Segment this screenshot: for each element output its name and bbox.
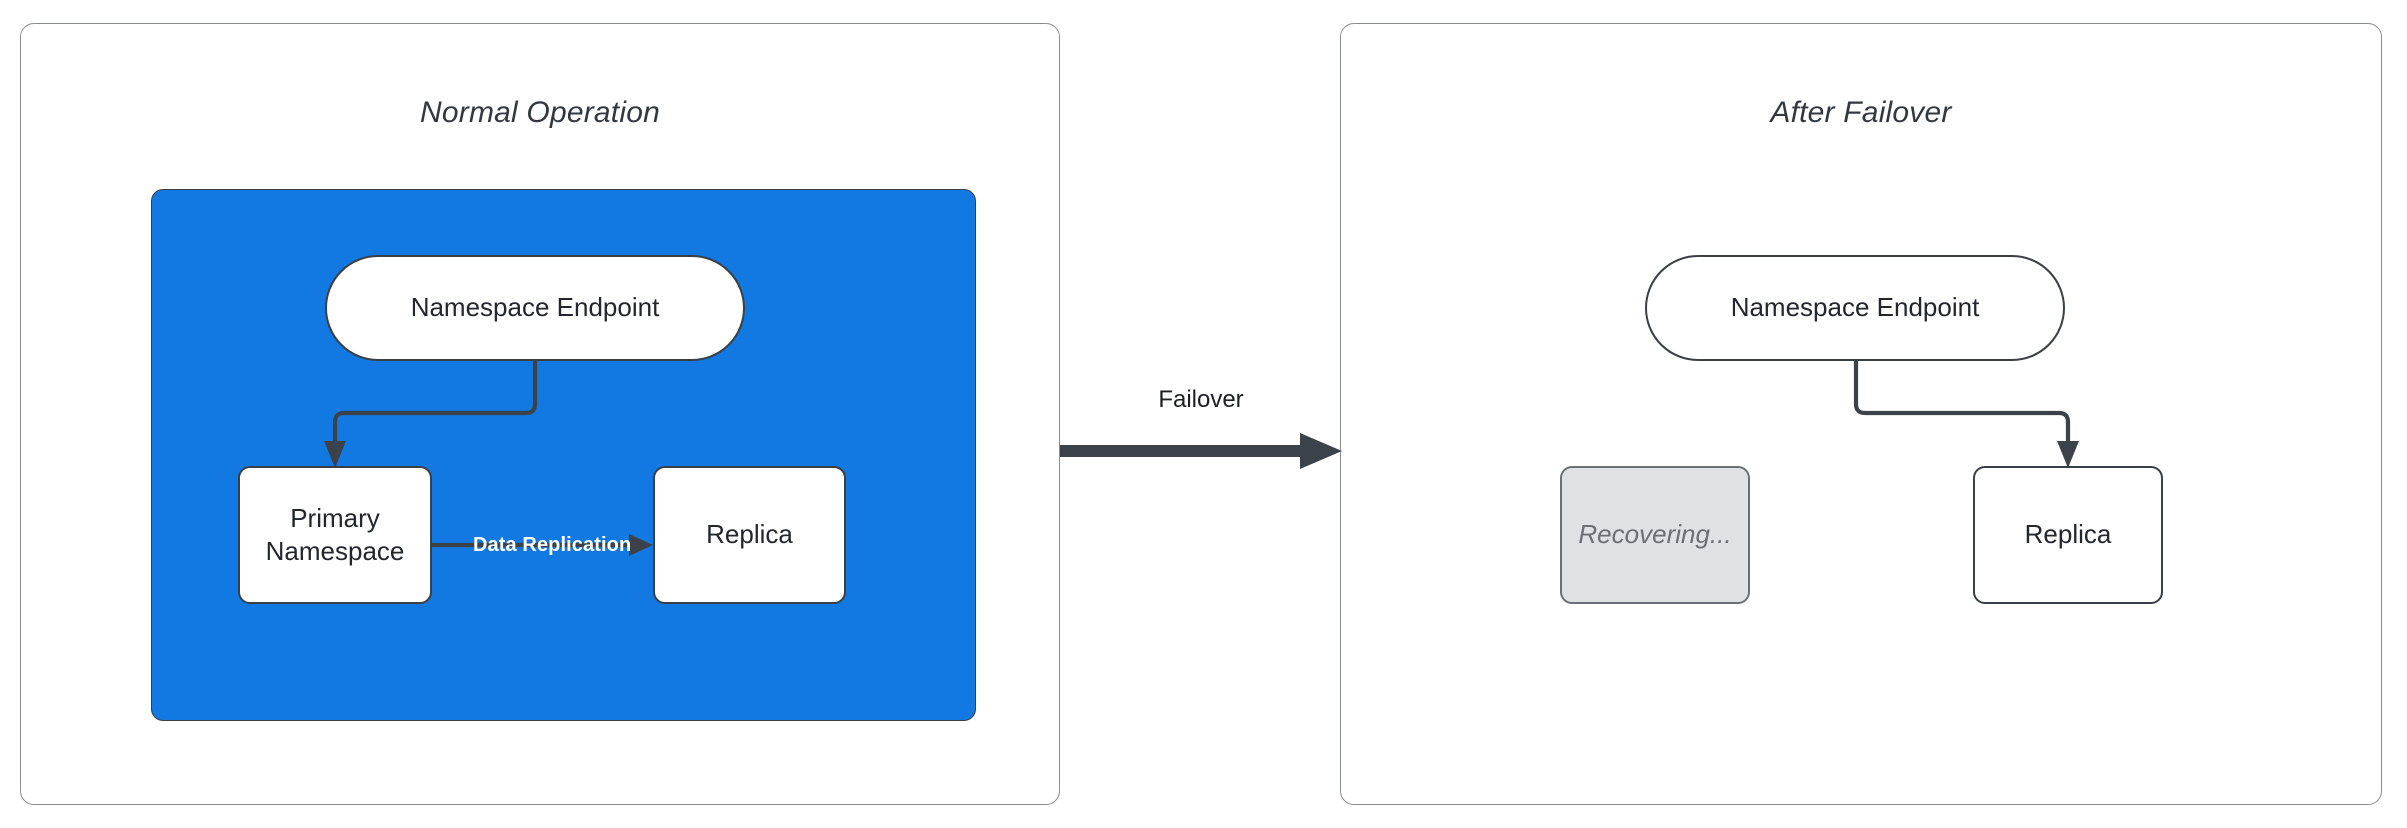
node-label: Replica <box>2024 519 2112 550</box>
node-label: Recovering... <box>1578 519 1732 550</box>
panel-normal-operation: Normal Operation <box>20 23 1060 805</box>
node-label-line2: Namespace <box>265 536 405 566</box>
panel-title-normal-operation: Normal Operation <box>420 96 660 129</box>
panel-title-after-failover: After Failover <box>1770 96 1952 129</box>
node-namespace-endpoint-normal[interactable]: Namespace Endpoint <box>325 255 745 361</box>
transition-failover: Failover <box>1060 386 1342 496</box>
node-replica-normal[interactable]: Replica <box>653 466 846 604</box>
edge-label-data-replication: Data Replication <box>473 534 632 556</box>
node-label-line1: Primary <box>290 502 380 533</box>
node-replica-failover[interactable]: Replica <box>1973 466 2163 604</box>
node-label: Replica <box>706 519 793 550</box>
node-label: Namespace Endpoint <box>410 292 660 323</box>
node-recovering[interactable]: Recovering... <box>1560 466 1750 604</box>
node-label: Primary Namespace <box>266 502 405 569</box>
failover-arrow-icon <box>1060 433 1342 469</box>
node-namespace-endpoint-failover[interactable]: Namespace Endpoint <box>1645 255 2065 361</box>
node-label: Namespace Endpoint <box>1730 292 1980 323</box>
node-primary-namespace[interactable]: Primary Namespace <box>238 466 432 604</box>
panel-after-failover: After Failover <box>1340 23 2382 805</box>
transition-label-failover: Failover <box>1158 386 1244 413</box>
